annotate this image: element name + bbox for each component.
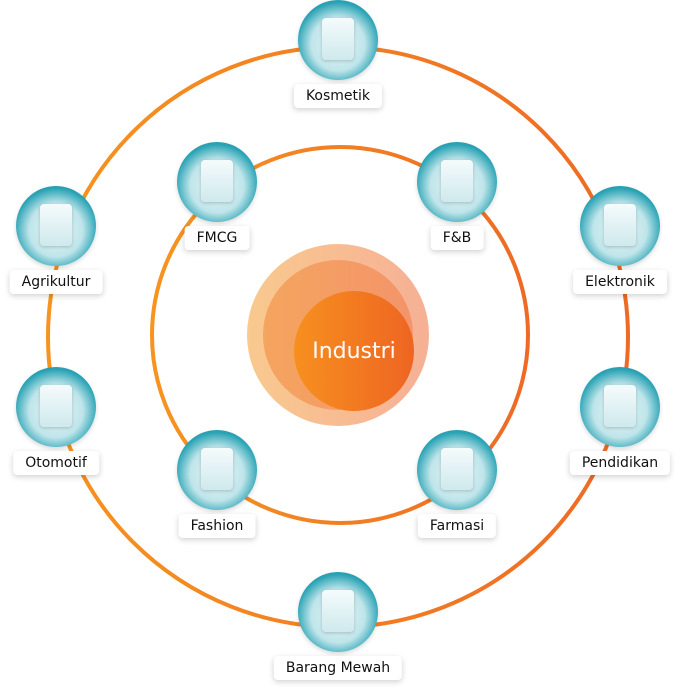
- node-label: Otomotif: [13, 451, 99, 475]
- node-label: F&B: [430, 226, 484, 250]
- wine-bottle-icon: [417, 142, 497, 222]
- node-label: Elektronik: [573, 270, 667, 294]
- center-hub: Industri: [247, 244, 429, 426]
- pill-bottle-icon: [417, 430, 497, 510]
- seed-bag-icon: [16, 186, 96, 266]
- tablet-icon: [580, 186, 660, 266]
- book-box-icon: [580, 367, 660, 447]
- node-label: Kosmetik: [293, 84, 383, 108]
- shirt-icon: [177, 430, 257, 510]
- cosmetics-icon: [298, 0, 378, 80]
- node-label: Pendidikan: [569, 451, 671, 475]
- node-label: FMCG: [184, 226, 250, 250]
- node-label: Barang Mewah: [273, 656, 403, 680]
- watch-box-icon: [298, 572, 378, 652]
- node-label: Farmasi: [417, 514, 497, 538]
- pouch-icon: [177, 142, 257, 222]
- node-label: Fashion: [178, 514, 256, 538]
- inner-ring: [150, 145, 530, 525]
- wheel-icon: [16, 367, 96, 447]
- center-label: Industri: [294, 291, 414, 411]
- node-label: Agrikultur: [9, 270, 103, 294]
